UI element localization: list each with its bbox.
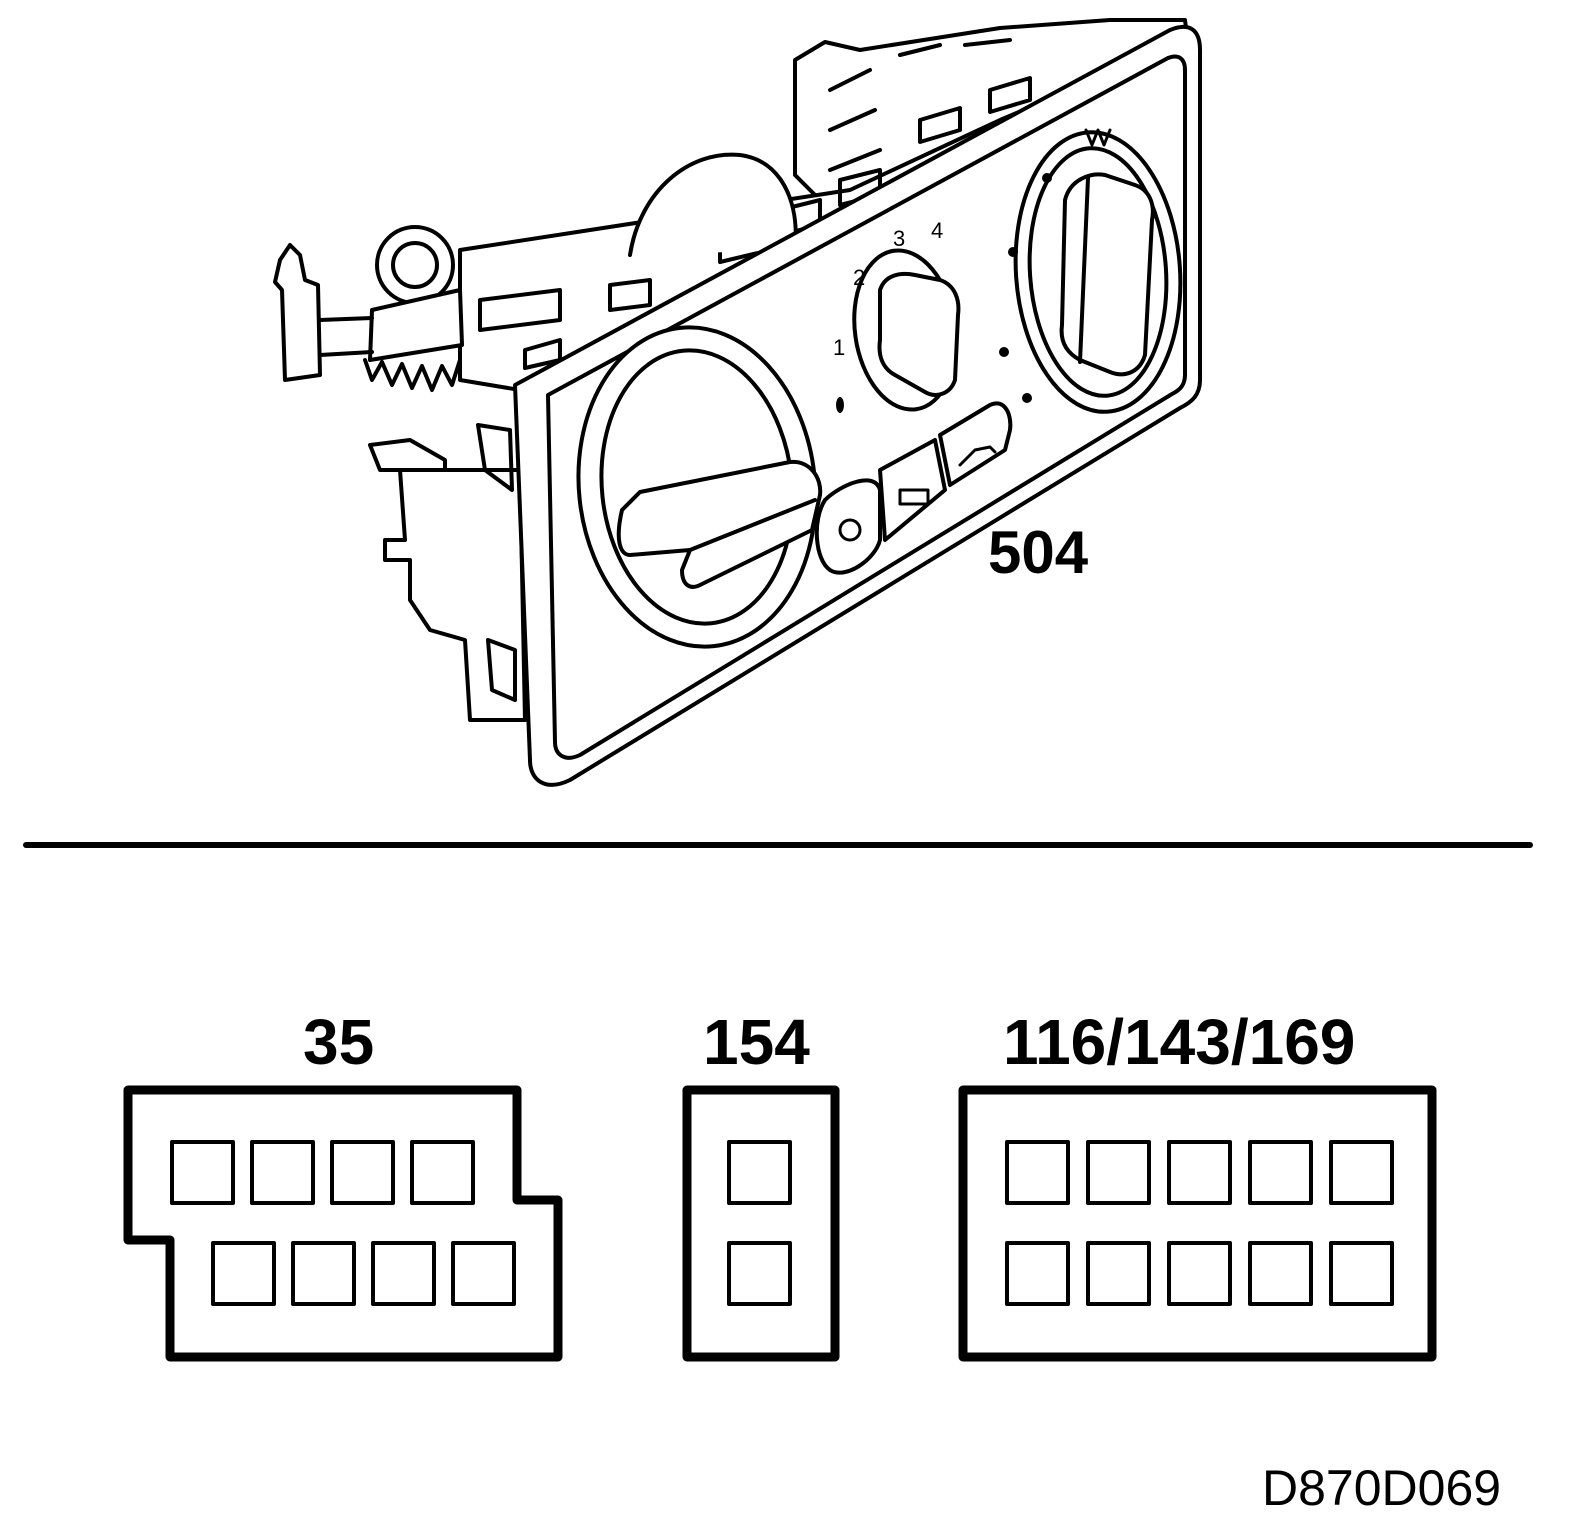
ac-button-outline [814,478,882,575]
connector-pin-cavity [727,1241,792,1306]
connector-pin-cavity [250,1140,315,1205]
connector-pin-cavity [451,1241,516,1306]
actuator-ring-inner [391,241,439,289]
fan-speed-2: 2 [853,265,866,290]
fan-speed-1: 1 [833,335,846,360]
drawing-code: D870D069 [1262,1460,1502,1516]
module-housing-tabs [828,38,1012,172]
fan-dial-knob [877,271,961,397]
rear-defrost-icon [898,488,930,506]
air-dial-knob-edge [1078,176,1090,364]
temp-dial-knob [616,459,823,589]
connector-diagrams [123,1085,1437,1362]
air-dial-knob [1059,172,1155,377]
connector-pin-cavity [371,1241,436,1306]
temp-dial-knob-edge [688,498,817,552]
defrost-icon [1084,128,1112,147]
fan-speed-4: 4 [931,218,944,243]
connector-pin-cavity [291,1241,356,1306]
connector-pin-cavity [1329,1241,1394,1306]
connector-label-154: 154 [703,1006,810,1078]
connector-body [958,1085,1437,1362]
module-motor-bulge [628,152,798,257]
recirc-button-outline [938,401,1013,487]
connector-pin-cavity [410,1140,475,1205]
connector-body [123,1085,563,1362]
connector-pin-cavity [170,1140,235,1205]
ac-icon [838,518,862,542]
connector-pin-cavity [1248,1140,1313,1205]
actuator-arm [368,288,464,362]
fan-speed-3: 3 [893,226,906,251]
connector-label-35: 35 [303,1006,375,1078]
connector-pin-cavity [1005,1241,1070,1306]
actuator-gear [363,358,462,392]
connector-pin-cavity [1248,1241,1313,1306]
connector-pin-cavity [1005,1140,1070,1205]
faceplate-inner [546,54,1187,760]
connector-pin-cavity [1167,1241,1232,1306]
actuator-pin-link [318,316,374,357]
connector-pin-cavity [330,1140,395,1205]
connector-label-116-143-169: 116/143/169 [1003,1006,1356,1078]
module-label: 504 [988,519,1089,586]
connector-pin-cavity [1086,1241,1151,1306]
actuator-pin [273,243,322,382]
connector-body [682,1085,840,1362]
connector-pin-cavity [211,1241,276,1306]
air-dial-face [1027,146,1169,398]
connector-pin-cavity [1086,1140,1151,1205]
module-housing-back [793,18,1192,212]
connector-pin-cavity [1329,1140,1394,1205]
dial-position-dots [836,173,1052,413]
recirc-icon [958,445,997,467]
connector-pin-cavity [727,1140,792,1205]
control-module-drawing [273,18,1202,787]
module-lower-block [383,468,527,722]
connector-pin-cavity [1167,1140,1232,1205]
module-side-clips [476,423,517,702]
